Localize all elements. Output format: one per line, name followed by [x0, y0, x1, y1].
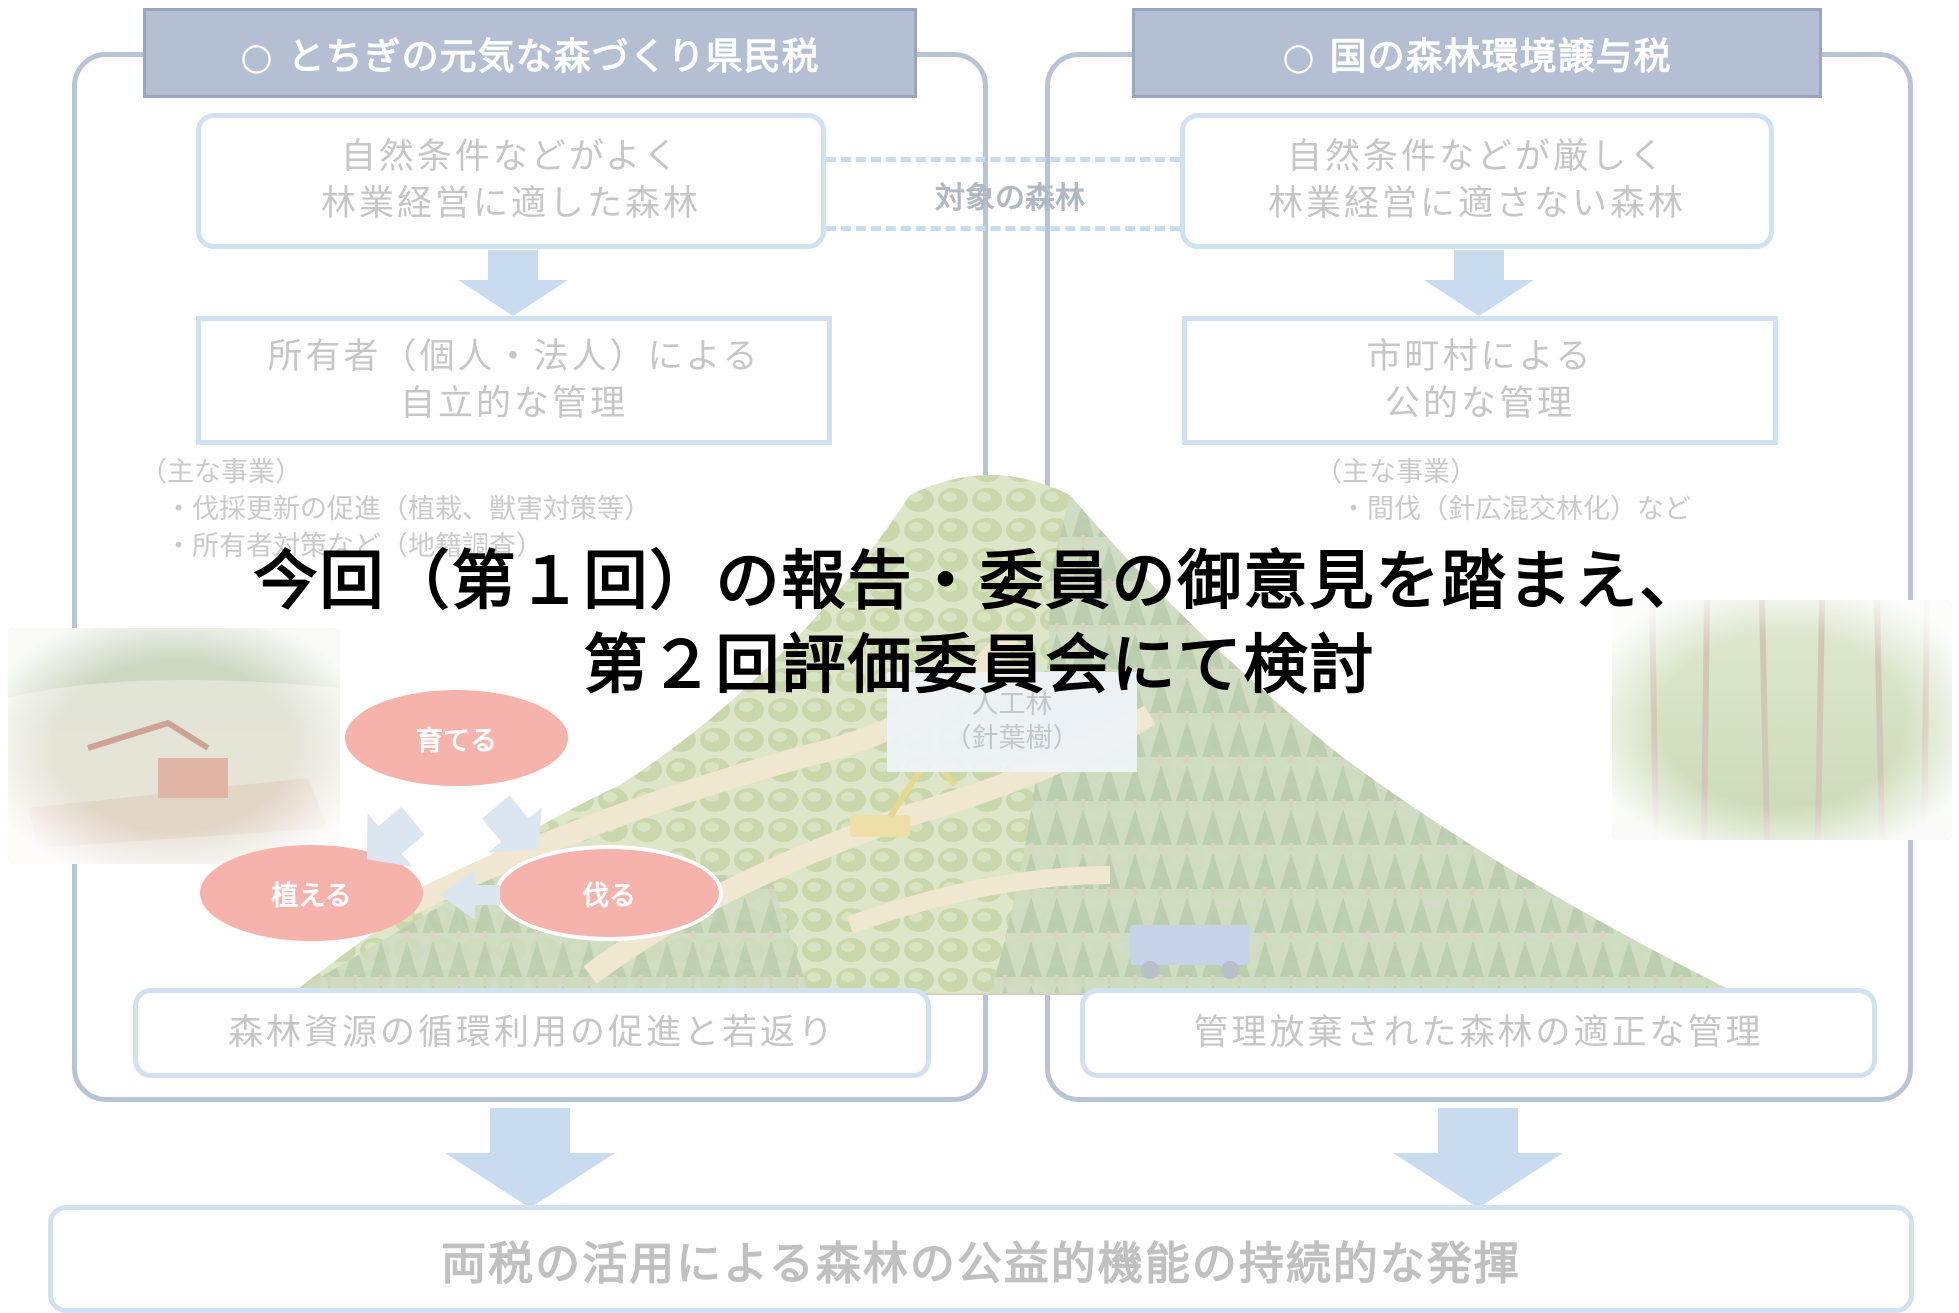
left-notes: （主な事業） ・伐採更新の促進（植栽、獣害対策等） ・所有者対策など（地籍調査）: [140, 454, 651, 565]
left-panel-header: ○ とちぎの元気な森づくり県民税: [143, 8, 917, 98]
left-target-box: 自然条件などがよく 林業経営に適した森林: [196, 113, 826, 249]
left-result-text: 森林資源の循環利用の促進と若返り: [227, 1012, 836, 1053]
summary-box: 両税の活用による森林の公益的機能の持続的な発揮: [48, 1205, 1914, 1313]
target-connector-bottom: [826, 226, 1180, 231]
left-notes-item-2: ・所有者対策など（地籍調査）: [165, 531, 543, 562]
right-bottom-arrow-icon: [1393, 1108, 1563, 1208]
left-manager-line-1: 所有者（個人・法人）による: [267, 336, 761, 377]
right-down-arrow-icon: [1424, 250, 1534, 316]
overlay-message: 今回（第１回）の報告・委員の御意見を踏まえ、 第２回評価委員会にて検討: [0, 540, 1959, 708]
overlay-line-1: 今回（第１回）の報告・委員の御意見を踏まえ、: [253, 545, 1706, 619]
forest-type-label: 人工林 （針葉樹）: [887, 672, 1137, 772]
left-bottom-arrow-icon: [445, 1108, 615, 1208]
right-result-box: 管理放棄された森林の適正な管理: [1080, 988, 1877, 1078]
forest-stand-photo: [1612, 600, 1952, 840]
right-notes: （主な事業） ・間伐（針広混交林化）など: [1315, 454, 1691, 528]
right-target-line-1: 自然条件などが厳しく: [1286, 137, 1667, 177]
left-target-line-1: 自然条件などがよく: [340, 137, 682, 177]
left-result-box: 森林資源の循環利用の促進と若返り: [133, 988, 931, 1078]
right-panel-header: ○ 国の森林環境譲与税: [1132, 8, 1822, 98]
left-manager-line-2: 自立的な管理: [399, 383, 628, 424]
right-manager-line-1: 市町村による: [1366, 336, 1594, 377]
forest-type-line-1: 人工林: [971, 689, 1053, 720]
right-target-box: 自然条件などが厳しく 林業経営に適さない森林: [1180, 113, 1774, 249]
cycle-grow: 育てる: [345, 690, 568, 786]
right-target-line-2: 林業経営に適さない森林: [1267, 184, 1686, 224]
left-notes-item-1: ・伐採更新の促進（植栽、獣害対策等）: [165, 494, 651, 525]
left-manager-box: 所有者（個人・法人）による 自立的な管理: [196, 316, 832, 445]
right-manager-box: 市町村による 公的な管理: [1182, 316, 1778, 445]
cycle-arrows-icon: [367, 795, 542, 920]
right-result-text: 管理放棄された森林の適正な管理: [1193, 1012, 1764, 1053]
left-target-line-2: 林業経営に適した森林: [320, 184, 701, 224]
left-notes-heading: （主な事業）: [140, 457, 302, 488]
forest-type-line-2: （針葉樹）: [944, 723, 1080, 754]
harvest-site-photo: [8, 628, 340, 864]
right-manager-line-2: 公的な管理: [1384, 383, 1575, 424]
right-notes-item-1: ・間伐（針広混交林化）など: [1340, 494, 1691, 525]
summary-text: 両税の活用による森林の公益的機能の持続的な発揮: [441, 1236, 1521, 1290]
right-notes-heading: （主な事業）: [1315, 457, 1477, 488]
target-connector-top: [826, 157, 1180, 162]
overlay-line-2: 第２回評価委員会にて検討: [583, 629, 1376, 703]
target-forest-label: 対象の森林: [935, 181, 1085, 216]
left-down-arrow-icon: [458, 250, 568, 316]
